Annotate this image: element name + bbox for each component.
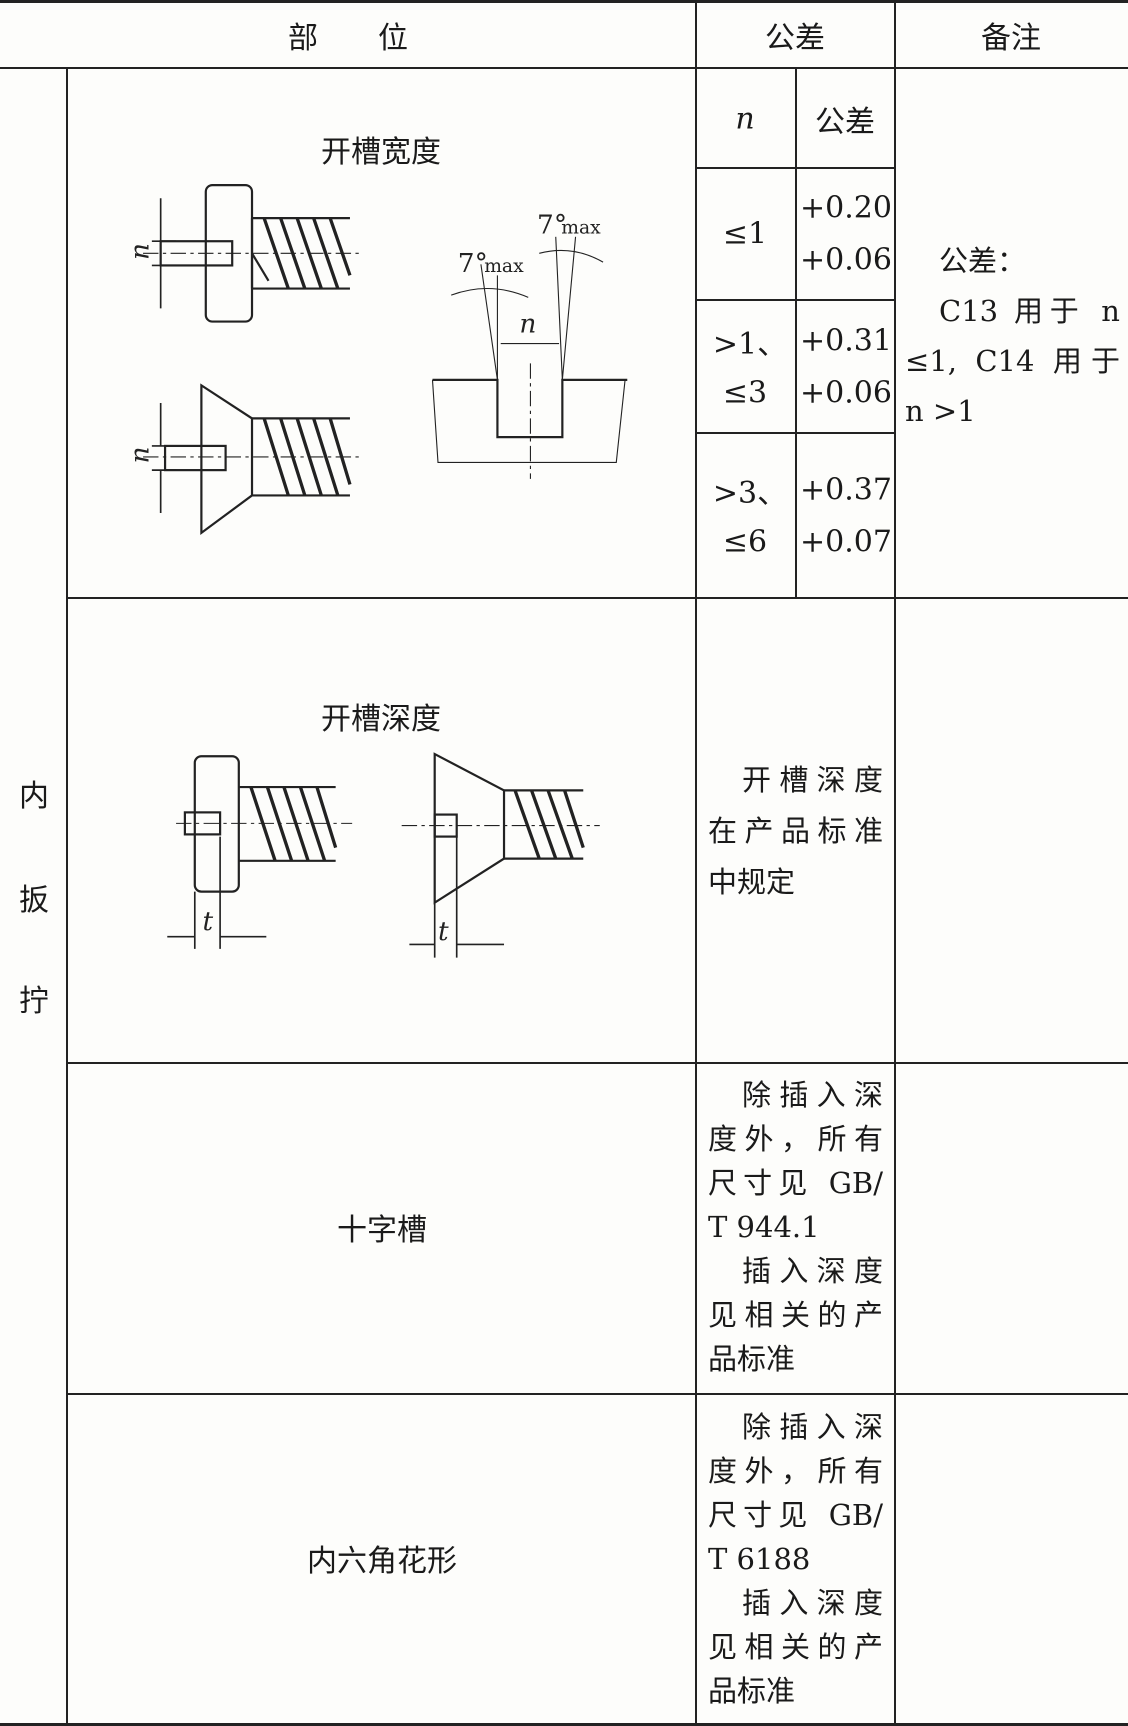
- tolerance-text: 开槽深度 在产品标准 中规定: [708, 755, 883, 908]
- row-name-slot-depth: 开槽深度: [321, 702, 441, 737]
- header-tolerance: 公差: [765, 21, 825, 56]
- note-line: C13 用于 n: [939, 294, 1120, 328]
- tol-upper: +0.37: [800, 472, 892, 508]
- dim-t-label: t: [438, 916, 449, 947]
- tol-lower: +0.07: [800, 524, 892, 560]
- tol-lower: +0.06: [800, 375, 892, 411]
- text-line: 除插入深: [742, 1410, 883, 1444]
- text-line: 品标准: [708, 1674, 796, 1708]
- text-line: T 944.1: [708, 1210, 820, 1244]
- header-note: 备注: [981, 21, 1041, 56]
- angle-label: 7°: [458, 248, 488, 279]
- text-line: 开槽深度: [742, 763, 883, 797]
- pan-head-depth-drawing: t: [167, 755, 353, 949]
- text-line: 中规定: [708, 865, 796, 899]
- text-line: 尺寸见 GB/: [708, 1166, 883, 1200]
- tol-upper: +0.31: [800, 323, 892, 359]
- tolerance-text: 除插入深 度外，所有 尺寸见 GB/ T 6188 插入深度 见相关的产 品标准: [708, 1405, 883, 1713]
- text-line: 度外，所有: [708, 1454, 883, 1488]
- text-line: 插入深度: [742, 1586, 883, 1620]
- note-line: 公差：: [939, 244, 1027, 278]
- angle-label: 7°: [537, 210, 567, 241]
- n-range: >3、: [712, 476, 788, 511]
- countersunk-screw-drawing: n: [125, 383, 364, 536]
- text-line: 见相关的产: [708, 1630, 883, 1664]
- dim-n-label: n: [125, 243, 156, 260]
- text-line: T 6188: [708, 1542, 811, 1576]
- col-divider: [894, 0, 896, 1726]
- dim-t-label: t: [202, 906, 213, 937]
- col-divider: [695, 0, 697, 1726]
- row-name-cross-recess: 十字槽: [337, 1213, 427, 1248]
- row-name-hexalobular: 内六角花形: [307, 1544, 457, 1579]
- table-border-bottom: [0, 1723, 1128, 1726]
- countersunk-depth-drawing: t: [401, 752, 600, 958]
- col-divider: [66, 67, 68, 1726]
- text-line: 品标准: [708, 1342, 796, 1376]
- angle-sub-label: max: [561, 218, 601, 239]
- sub-header-tolerance: 公差: [815, 105, 875, 140]
- slot-section-drawing: n 7° max 7° max: [431, 210, 628, 479]
- col-divider: [795, 67, 797, 597]
- n-range: ≤3: [722, 375, 768, 411]
- tolerance-text: 除插入深 度外，所有 尺寸见 GB/ T 944.1 插入深度 见相关的产 品标…: [708, 1073, 883, 1381]
- n-range: ≤1: [722, 216, 768, 252]
- text-line: 插入深度: [742, 1254, 883, 1288]
- header-part: 部 位: [288, 21, 408, 56]
- header-divider: [0, 67, 1128, 69]
- angle-sub-label: max: [484, 256, 524, 277]
- slot-n-label: n: [519, 309, 536, 340]
- pan-head-screw-drawing: n: [125, 183, 364, 323]
- tol-upper: +0.20: [800, 190, 892, 226]
- group-label-char: 拧: [19, 984, 49, 1019]
- note-line: ≤1, C14 用于: [905, 344, 1120, 378]
- n-range: >1、: [712, 327, 788, 362]
- row-divider: [67, 1062, 1128, 1064]
- row-name-slot-width: 开槽宽度: [321, 135, 441, 170]
- text-line: 见相关的产: [708, 1298, 883, 1332]
- note-line: n >1: [905, 394, 976, 428]
- row-divider: [67, 1393, 1128, 1395]
- text-line: 尺寸见 GB/: [708, 1498, 883, 1532]
- group-label-char: 内: [19, 779, 49, 814]
- group-label-char: 扳: [19, 883, 49, 918]
- text-line: 度外，所有: [708, 1122, 883, 1156]
- tol-lower: +0.06: [800, 242, 892, 278]
- n-range: ≤6: [722, 524, 768, 560]
- dim-n-label: n: [125, 447, 156, 464]
- text-line: 除插入深: [742, 1078, 883, 1112]
- row-divider: [67, 597, 1128, 599]
- sub-header-n: n: [735, 101, 755, 137]
- table-border-top: [0, 0, 1128, 3]
- note-text: 公差： C13 用于 n ≤1, C14 用于 n >1: [905, 236, 1120, 436]
- text-line: 在产品标准: [708, 814, 883, 848]
